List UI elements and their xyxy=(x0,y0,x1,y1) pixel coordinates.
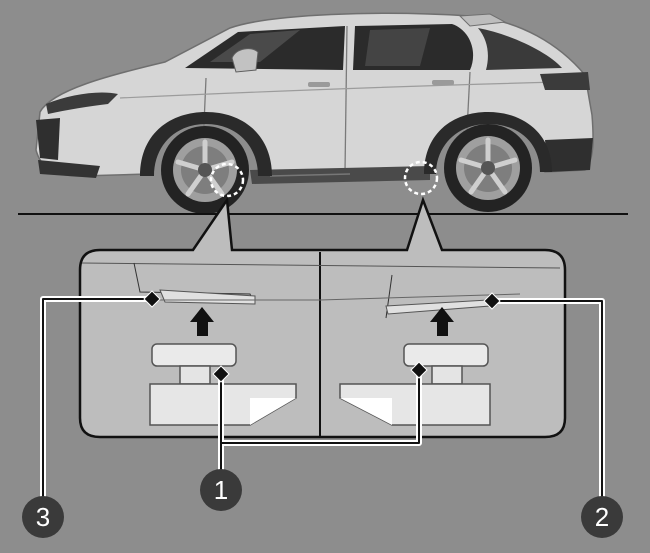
callout-1-label: 1 xyxy=(214,475,228,505)
rear-spoiler xyxy=(458,13,507,27)
jack-right xyxy=(339,343,491,426)
callout-2-label: 2 xyxy=(595,502,609,532)
front-wheel xyxy=(161,126,249,214)
callout-3: 3 xyxy=(22,496,64,538)
lift-arrow-left xyxy=(190,307,214,336)
headlight xyxy=(46,92,118,114)
quarter-window xyxy=(478,28,562,70)
front-jack-point-marker xyxy=(209,162,245,198)
leader-lines xyxy=(42,298,603,500)
side-mirror xyxy=(231,48,259,73)
callout-1: 1 xyxy=(200,469,242,511)
callout-3-label: 3 xyxy=(36,502,50,532)
lift-arrow-right xyxy=(430,307,454,336)
front-grille xyxy=(36,118,60,160)
rear-wheel xyxy=(444,124,532,212)
leader-diamonds xyxy=(143,290,501,383)
rear-jack-point-marker xyxy=(403,160,439,196)
car-illustration xyxy=(35,12,594,214)
callout-2: 2 xyxy=(581,496,623,538)
taillight xyxy=(540,72,590,90)
